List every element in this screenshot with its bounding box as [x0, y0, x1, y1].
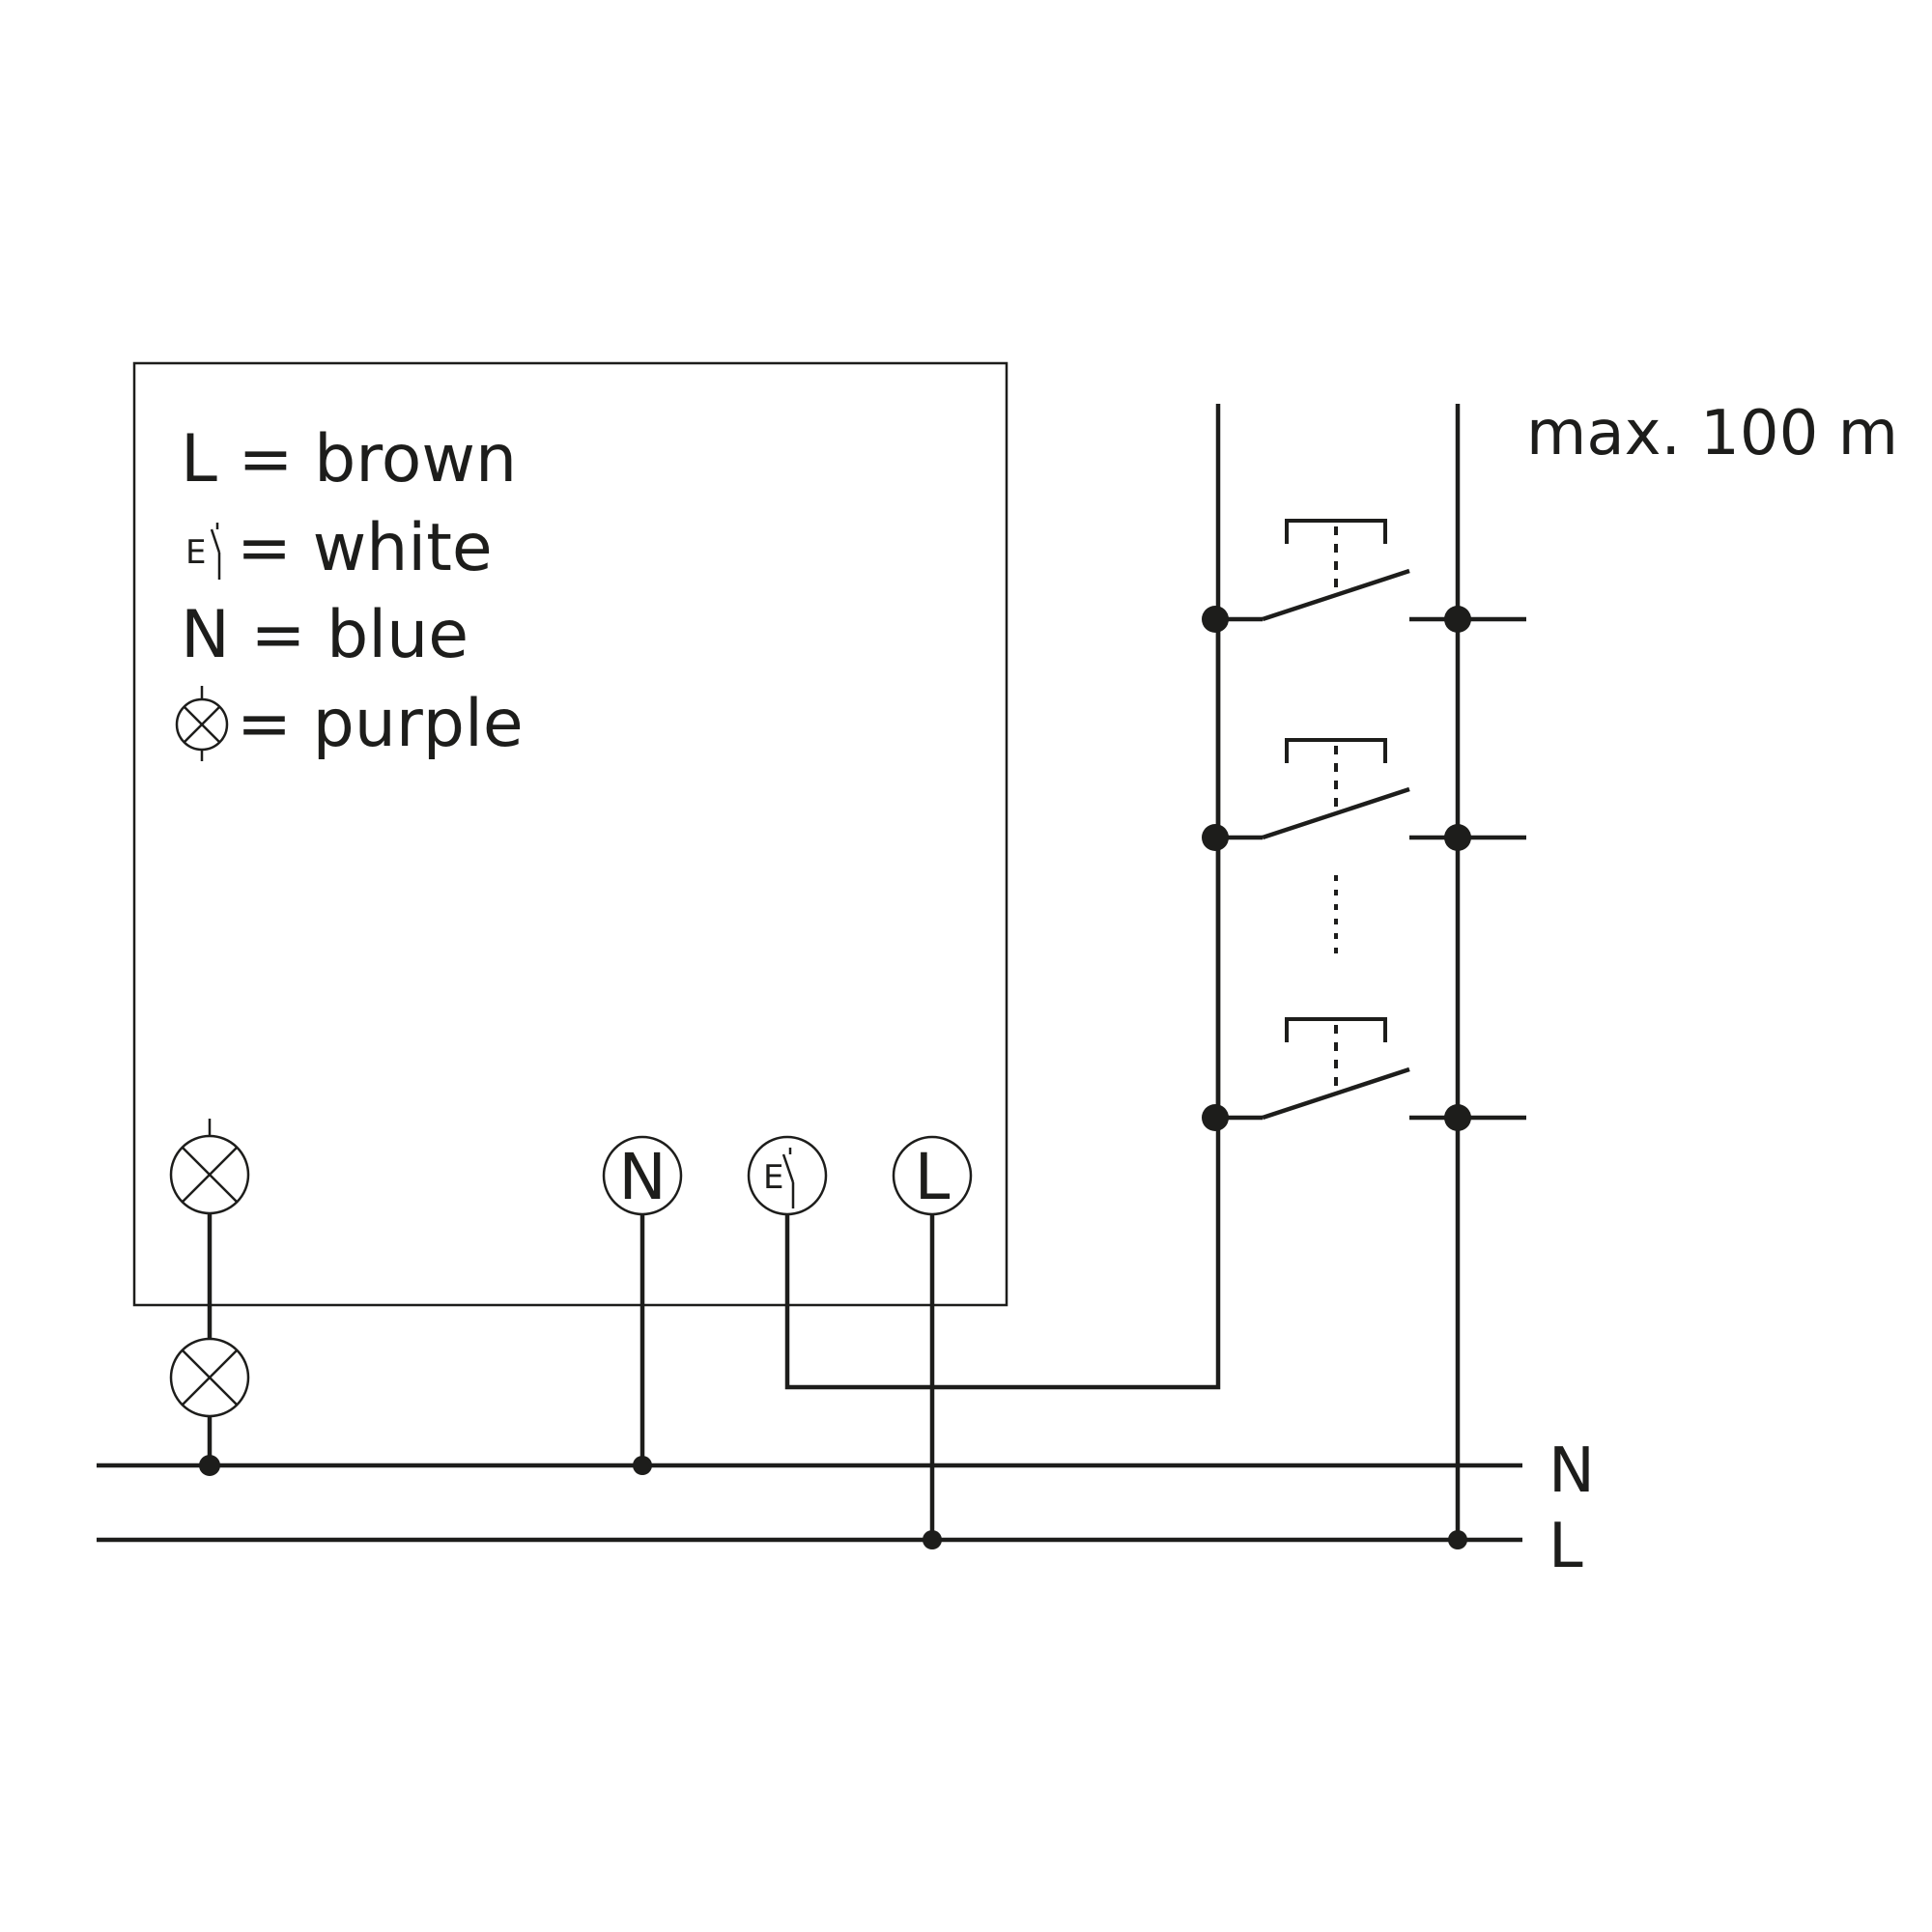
legend: L = brown E = white N = blue = purple [175, 421, 524, 762]
legend-line-white: = white [237, 510, 493, 586]
device-housing [132, 361, 1009, 1307]
push-button-3 [1202, 1017, 1526, 1131]
push-button-2 [1202, 738, 1526, 851]
neutral-junction-device [633, 1456, 652, 1475]
external-lamp-icon [169, 1337, 250, 1418]
legend-line-brown: L = brown [181, 421, 517, 497]
live-junction-switches [1448, 1530, 1467, 1549]
legend-switch-icon: E [185, 523, 221, 580]
legend-lamp-icon [175, 686, 229, 761]
legend-line-blue: N = blue [181, 597, 469, 673]
live-terminal: L [892, 1135, 973, 1216]
legend-line-purple: = purple [237, 686, 524, 762]
legend-switch-e-label: E [185, 533, 206, 572]
neutral-terminal: N [602, 1135, 683, 1216]
neutral-bus-label: N [1548, 1435, 1595, 1507]
lamp-terminal-icon [169, 1119, 250, 1215]
max-length-label: max. 100 m [1526, 398, 1898, 469]
push-button-1 [1202, 519, 1526, 633]
live-junction-device [923, 1530, 942, 1549]
switch-input-icon [781, 1153, 795, 1183]
live-bus-label: L [1548, 1511, 1583, 1582]
switch-input-terminal: E [747, 1135, 828, 1216]
neutral-junction-lamp [199, 1455, 220, 1476]
neutral-terminal-label: N [618, 1140, 666, 1214]
switched-input-wire [784, 618, 1221, 1390]
live-terminal-label: L [915, 1140, 951, 1214]
switch-input-terminal-label: E [763, 1158, 783, 1197]
